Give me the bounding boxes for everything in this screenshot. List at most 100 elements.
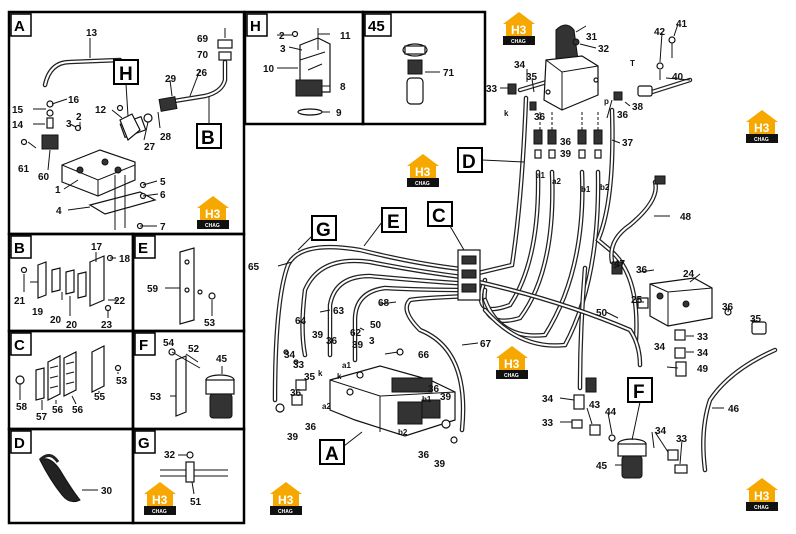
label-b-20a: 20 <box>50 315 62 326</box>
port-a2-valve: a2 <box>322 402 331 411</box>
label-h-2: 2 <box>279 31 285 42</box>
main-callout-f: F <box>633 382 645 403</box>
port-k-valve-2: k <box>337 372 342 381</box>
label-39d: 39 <box>440 392 452 403</box>
port-a1-valve: a1 <box>342 361 351 370</box>
label-16: 16 <box>68 95 80 106</box>
port-a2-top: a2 <box>552 177 561 186</box>
label-34e: 34 <box>655 426 667 437</box>
panel-f-labels: 54 52 45 53 <box>150 338 228 403</box>
label-c-58: 58 <box>16 402 28 413</box>
label-g-32: 32 <box>164 450 176 461</box>
panel-e-labels: 59 53 <box>147 284 216 329</box>
section-tag-h: H <box>250 18 261 35</box>
label-24: 24 <box>683 269 695 280</box>
brand-logo: H3 CHAG <box>144 482 176 515</box>
label-b-21: 21 <box>14 296 26 307</box>
label-1: 1 <box>55 185 61 196</box>
port-b2-valve: b2 <box>398 428 408 437</box>
label-39c: 39 <box>287 432 299 443</box>
label-34d: 34 <box>542 394 554 405</box>
svg-text:CHAG: CHAG <box>278 509 293 515</box>
panel-d-drawing <box>38 454 98 503</box>
port-b1-top: b1 <box>581 185 591 194</box>
label-35c: 35 <box>304 372 316 383</box>
panel-h-drawing <box>277 28 331 116</box>
label-7: 7 <box>160 222 166 233</box>
label-36c: 36 <box>617 110 629 121</box>
label-3: 3 <box>369 336 375 347</box>
label-61: 61 <box>18 164 30 175</box>
label-33a: 33 <box>486 84 498 95</box>
panel-f-drawing <box>168 348 235 419</box>
label-b-20b: 20 <box>66 320 78 331</box>
panel-g-drawing <box>160 451 228 495</box>
label-d-30: 30 <box>101 486 113 497</box>
label-f-45: 45 <box>216 354 228 365</box>
svg-text:CHAG: CHAG <box>754 137 769 143</box>
panel-c-drawing <box>15 345 122 410</box>
label-h-8: 8 <box>340 82 346 93</box>
label-4: 4 <box>56 206 62 217</box>
label-29: 29 <box>165 74 177 85</box>
label-3: 3 <box>66 119 72 130</box>
panel-g-labels: 32 51 <box>164 450 202 508</box>
svg-text:CHAG: CHAG <box>415 181 430 187</box>
callout-h-letter: H <box>119 64 133 85</box>
label-43: 43 <box>589 400 601 411</box>
label-37: 37 <box>622 138 634 149</box>
main-callouts: A C D E F G <box>297 147 653 465</box>
svg-text:H3: H3 <box>205 207 221 221</box>
label-2: 2 <box>76 112 82 123</box>
port-labels: k k a1 a2 b1 b2 p T a1 a2 b1 b2 k <box>318 59 635 437</box>
label-39f: 39 <box>352 340 364 351</box>
label-68: 68 <box>378 298 390 309</box>
label-c-55: 55 <box>94 392 106 403</box>
label-15: 15 <box>12 105 24 116</box>
label-35b: 35 <box>750 314 762 325</box>
label-46: 46 <box>728 404 740 415</box>
label-69: 69 <box>197 34 209 45</box>
section-tag-d: D <box>14 435 25 452</box>
label-13: 13 <box>86 28 98 39</box>
label-b-17: 17 <box>91 242 103 253</box>
label-e-53: 53 <box>204 318 216 329</box>
port-b2-top: b2 <box>600 183 610 192</box>
section-tag-c: C <box>14 337 25 354</box>
panel-h-labels: 2 11 3 10 8 9 <box>263 31 351 119</box>
label-c-57: 57 <box>36 412 48 423</box>
label-e-59: 59 <box>147 284 159 295</box>
label-36i: 36 <box>428 384 440 395</box>
label-36h: 36 <box>305 422 317 433</box>
svg-text:CHAG: CHAG <box>152 509 167 515</box>
label-f-54: 54 <box>163 338 175 349</box>
label-b-22: 22 <box>114 296 126 307</box>
label-33c: 33 <box>542 418 554 429</box>
label-36j: 36 <box>418 450 430 461</box>
svg-text:CHAG: CHAG <box>754 505 769 511</box>
label-h-11: 11 <box>340 31 351 42</box>
brand-logo: H3 CHAG <box>746 478 778 511</box>
panel-c-labels: 58 57 56 56 55 53 <box>16 376 128 423</box>
main-callout-c: C <box>432 206 446 227</box>
port-t: T <box>630 59 635 68</box>
section-tag-f: F <box>139 337 148 354</box>
label-c-53: 53 <box>116 376 128 387</box>
label-5: 5 <box>160 177 166 188</box>
label-34a: 34 <box>514 60 526 71</box>
brand-logo: H3 CHAG <box>746 110 778 143</box>
svg-text:H3: H3 <box>754 121 770 135</box>
label-44: 44 <box>605 407 617 418</box>
label-34b: 34 <box>654 342 666 353</box>
label-f-53: 53 <box>150 392 162 403</box>
label-45: 45 <box>596 461 608 472</box>
label-12: 12 <box>95 105 107 116</box>
label-14: 14 <box>12 120 24 131</box>
svg-text:H3: H3 <box>754 489 770 503</box>
label-42: 42 <box>654 27 666 38</box>
brand-logo: H3 CHAG <box>496 346 528 379</box>
label-36b: 36 <box>560 137 572 148</box>
main-callout-d: D <box>462 152 476 173</box>
section-tag-a: A <box>14 18 25 35</box>
